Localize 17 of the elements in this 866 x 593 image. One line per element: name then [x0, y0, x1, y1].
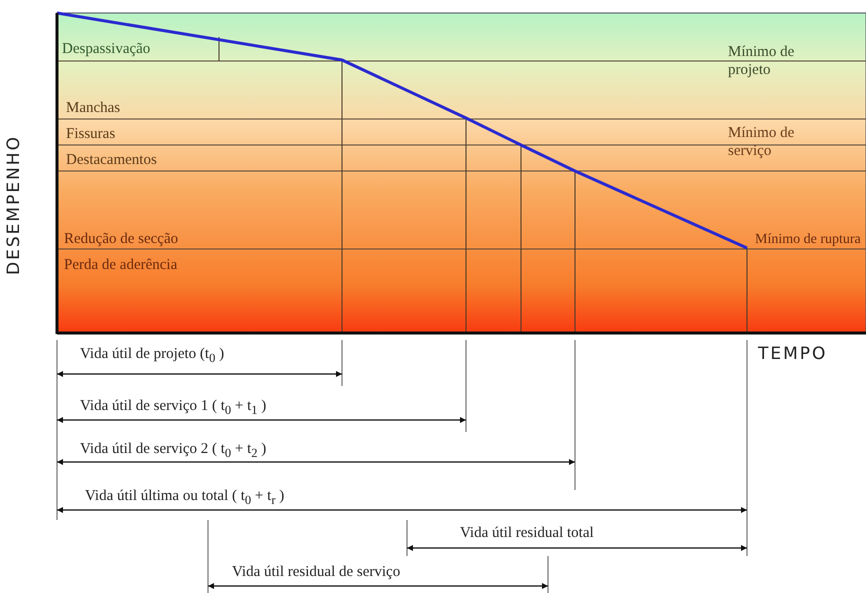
stage-label: Manchas: [66, 99, 120, 117]
dimension-label: Vida útil de serviço 2 ( t$_{0}$ + t$_{2}$ ): [80, 440, 266, 462]
stage-label: Redução de secção: [64, 230, 178, 248]
limit-label: Mínimo de projeto: [728, 43, 796, 79]
limit-label: Mínimo de serviço: [728, 124, 796, 160]
axis-label: TEMPO: [758, 345, 828, 363]
dimension-label: Vida útil de projeto (t$_{0}$ ): [80, 345, 224, 367]
dimension-label: Vida útil de serviço 1 ( t$_{0}$ + t$_{1}$ ): [80, 397, 266, 419]
dimension-label: Vida útil residual total: [460, 524, 594, 542]
stage-label: Perda de aderência: [64, 256, 178, 274]
stage-label: Despassivação: [62, 40, 150, 58]
dimension-label: Vida útil residual de serviço: [232, 563, 400, 581]
axis-label: DESEMPENHO: [5, 134, 23, 277]
stage-label: Fissuras: [66, 125, 116, 143]
limit-label: Mínimo de ruptura: [755, 231, 862, 249]
dimension-label: Vida útil última ou total ( t$_{0}$ + t$_{r}$ ): [85, 487, 284, 509]
stage-label: Destacamentos: [66, 151, 157, 169]
